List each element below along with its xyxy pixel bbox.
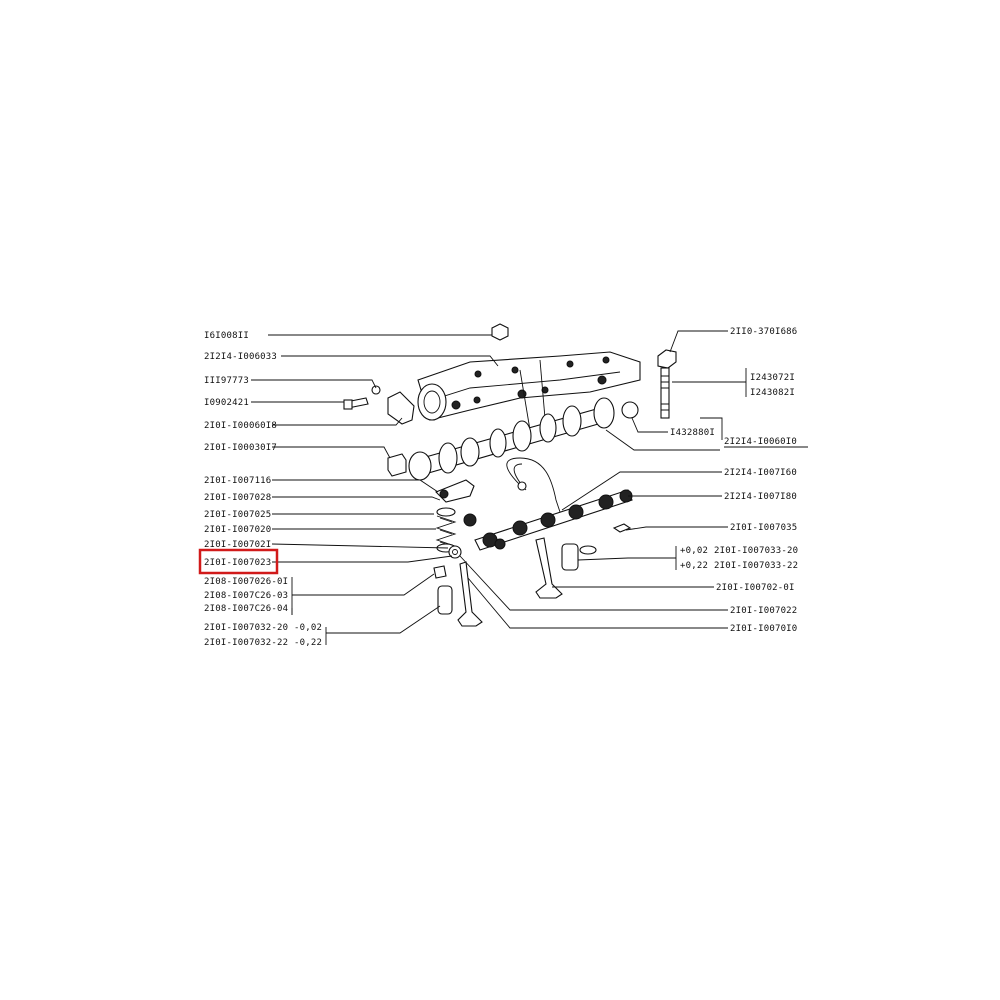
exploded-parts-drawing <box>343 323 677 627</box>
camshaft <box>408 397 615 481</box>
part-label: 2I0I-I0070I0 <box>730 624 797 634</box>
part-label: 2I0I-I007020 <box>204 525 271 535</box>
part-label: 2I0I-I00702-0I <box>716 583 795 593</box>
part-label: 2I0I-I00702I <box>204 540 271 550</box>
part-label: 2I08-I007026-0I <box>204 577 288 587</box>
valve-spring <box>435 507 462 559</box>
part-label: 2I2I4-I006033 <box>204 352 277 362</box>
tolerance-label: -0,02 <box>294 623 322 633</box>
part-label: I432880I <box>670 428 715 438</box>
part-label-highlighted: 2I0I-I007023 <box>204 558 271 568</box>
part-label: 2I0I-I007032-20 <box>204 623 288 633</box>
tolerance-label: +0,02 <box>680 546 708 556</box>
stud-and-nut <box>657 349 677 419</box>
part-label: I243082I <box>750 388 795 398</box>
tolerance-label: +0,22 <box>680 561 708 571</box>
part-label: 2II0-370I686 <box>730 327 797 337</box>
part-label: 2I0I-I007022 <box>730 606 797 616</box>
part-label: 2I0I-I007032-22 <box>204 638 288 648</box>
part-label: 2I2I4-I007I60 <box>724 468 797 478</box>
part-label: 2I2I4-I007I80 <box>724 492 797 502</box>
part-label: 2I08-I007C26-04 <box>204 604 288 614</box>
part-label: 2I08-I007C26-03 <box>204 591 288 601</box>
part-label: 2I0I-I007035 <box>730 523 797 533</box>
part-label: 2I0I-I007025 <box>204 510 271 520</box>
part-labels-right: 2II0-370I686 I243072I I243082I I432880I … <box>670 327 798 634</box>
part-label: I0902421 <box>204 398 249 408</box>
part-label: III97773 <box>204 376 249 386</box>
part-label: 2I0I-I00030I7 <box>204 443 277 453</box>
part-label: 2I0I-I007028 <box>204 493 271 503</box>
part-label: 2I0I-I007033-20 <box>714 546 798 556</box>
tolerance-label: -0,22 <box>294 638 322 648</box>
part-label: I243072I <box>750 373 795 383</box>
part-label: I6I008II <box>204 331 249 341</box>
rocker-rail <box>463 489 633 551</box>
part-label: 2I2I4-I0060I0 <box>724 437 797 447</box>
part-label: 2I0I-I007033-22 <box>714 561 798 571</box>
highlight-box <box>198 548 279 575</box>
part-label: 2I0I-I007116 <box>204 476 271 486</box>
camshaft-housing <box>417 351 641 431</box>
part-labels-left: I6I008II 2I2I4-I006033 III97773 I0902421… <box>204 331 322 648</box>
leader-lines <box>251 330 747 645</box>
part-label: 2I0I-I00060I8 <box>204 421 277 431</box>
